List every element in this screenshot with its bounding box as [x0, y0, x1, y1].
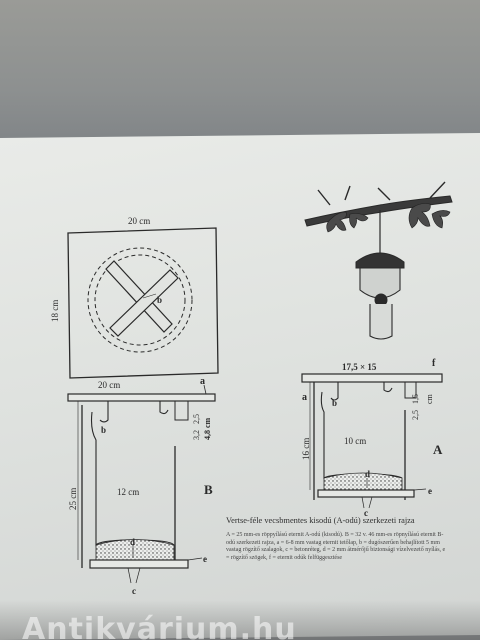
section-a-e-label: e — [428, 486, 432, 496]
leaf-cluster-right — [408, 203, 451, 229]
top-view-inner-ring — [94, 254, 186, 346]
hanging-f-label: f — [432, 358, 436, 369]
top-view-height-label: 18 cm — [50, 300, 60, 322]
section-a-dim-2: 1,5 — [411, 394, 420, 404]
section-a-d-label: d — [365, 469, 370, 479]
hanging-body-lower — [369, 304, 393, 340]
section-b-e-label: e — [203, 554, 207, 564]
section-b-dim-3: 4,8 cm — [203, 417, 212, 440]
hanging-illustration — [304, 181, 453, 340]
section-a-nail-2 — [368, 496, 373, 509]
section-b-dim-1: 3,2 — [192, 430, 201, 440]
section-a-strip-left — [330, 382, 339, 401]
section-b-dim-2: 2,5 — [192, 414, 201, 424]
cross-b-label: b — [157, 295, 162, 305]
section-b-b-label: b — [101, 425, 106, 435]
section-b-strip-right — [159, 401, 169, 415]
section-a-c-label: c — [364, 508, 368, 518]
section-b-entrance-flap — [174, 401, 189, 421]
section-b-strip-left — [99, 401, 109, 423]
section-b-height-label: 25 cm — [68, 488, 78, 510]
section-a-concrete — [323, 472, 403, 491]
section-a — [301, 373, 443, 509]
top-view-outer-ring — [87, 247, 193, 353]
section-b-roof — [67, 393, 216, 402]
section-b-inner-shape — [90, 411, 175, 547]
page-shadow — [0, 600, 480, 640]
section-a-roof — [301, 373, 443, 383]
caption-title: Vertse-féle vecsbmentes kisodú (A-odú) s… — [226, 516, 415, 525]
section-b — [67, 384, 216, 584]
section-a-dim-1: 2,5 — [411, 410, 420, 420]
cross-strips — [105, 260, 179, 337]
section-a-nail-1 — [361, 496, 365, 509]
section-a-entrance-flap — [404, 382, 417, 399]
section-a-dim-3: cm — [425, 393, 434, 404]
top-view-roof-plate — [67, 227, 219, 379]
section-b-d-label: d — [130, 537, 135, 547]
section-a-inner-label: 10 cm — [344, 436, 366, 446]
section-a-b-label: b — [332, 398, 337, 408]
section-a-e-pointer — [413, 488, 427, 491]
branch-twig — [317, 181, 446, 206]
caption-legend: A = 25 mm-es röppyílású eternit A-odú (k… — [226, 532, 446, 561]
section-a-big-letter: A — [433, 442, 443, 457]
top-view-b-pointer — [142, 293, 157, 299]
section-a-strip-right — [383, 382, 393, 393]
section-a-a-label: a — [302, 392, 307, 403]
hanging-body-upper — [359, 267, 401, 299]
section-b-floor — [89, 559, 189, 569]
section-b-nail-2 — [135, 567, 141, 584]
section-b-a-pointer — [203, 384, 207, 395]
background-wall — [0, 0, 480, 150]
section-b-a-label: a — [200, 376, 205, 387]
watermark: Antikvárium.hu — [22, 612, 297, 640]
section-b-concrete — [95, 539, 175, 561]
figure-caption: Vertse-féle vecsbmentes kisodú (A-odú) s… — [226, 516, 446, 562]
hanging-roof — [355, 252, 405, 269]
section-b-nail-1 — [127, 567, 132, 584]
section-b-inner-label: 12 cm — [117, 487, 139, 497]
section-a-floor — [317, 489, 415, 498]
section-a-width-label: 17,5 × 15 — [342, 362, 377, 372]
top-view-width-label: 20 cm — [128, 216, 150, 226]
section-b-e-pointer — [187, 557, 203, 561]
section-b-width-label: 20 cm — [98, 380, 120, 390]
top-view — [67, 227, 219, 379]
section-b-c-label: c — [132, 586, 136, 596]
section-b-big-letter: B — [204, 482, 213, 497]
leaf-cluster-left — [326, 211, 369, 233]
section-a-height-label: 16 cm — [301, 438, 311, 460]
